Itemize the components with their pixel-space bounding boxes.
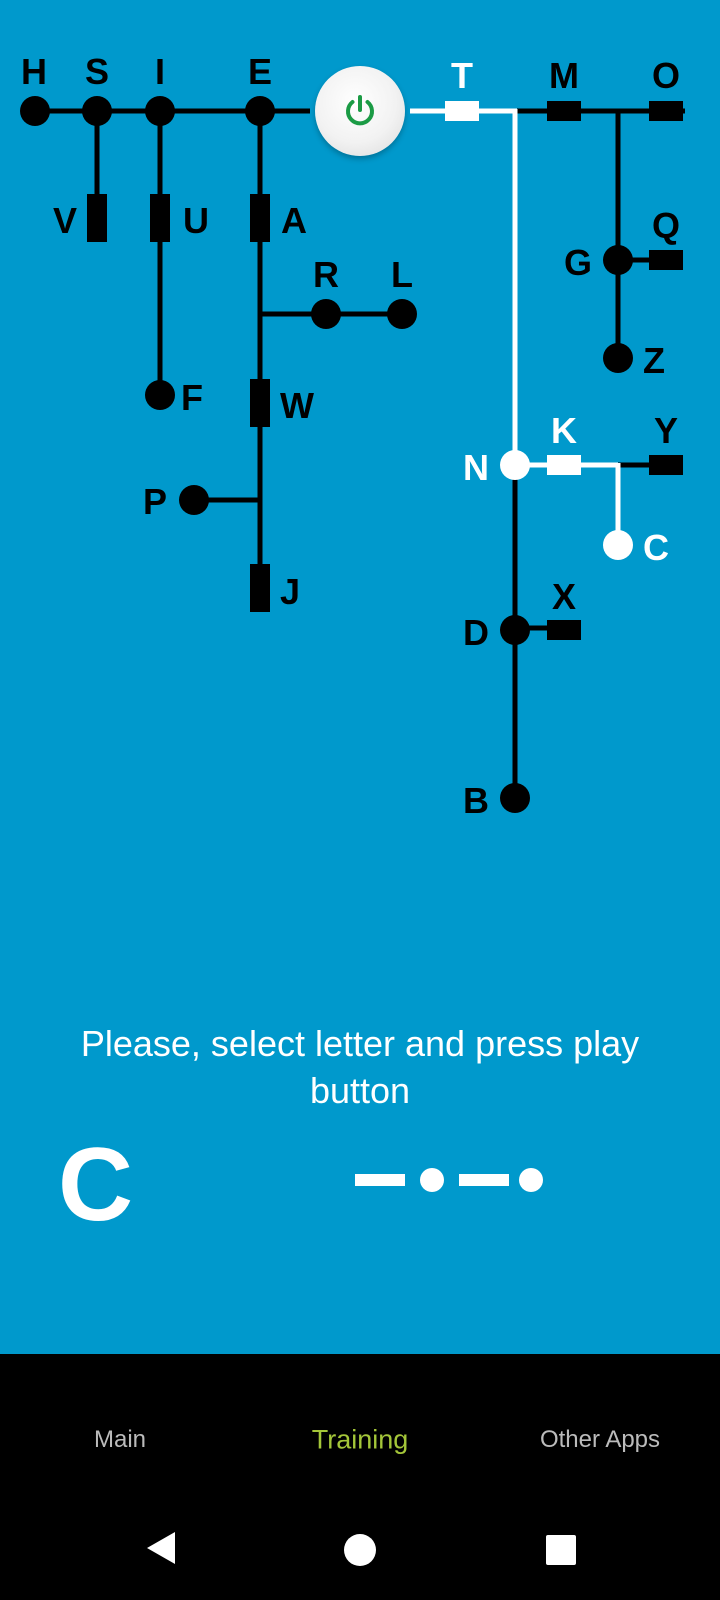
tree-node-v [87, 194, 107, 242]
tree-node-h [20, 96, 50, 126]
tree-node-x [547, 620, 581, 640]
tree-node-y [649, 455, 683, 475]
tree-label-e[interactable]: E [248, 51, 272, 92]
tree-node-o [649, 101, 683, 121]
tree-node-r [311, 299, 341, 329]
back-icon[interactable] [145, 1530, 177, 1566]
power-icon [346, 95, 374, 126]
tree-label-n[interactable]: N [463, 447, 489, 488]
tree-label-k[interactable]: K [551, 410, 577, 451]
home-icon[interactable] [343, 1533, 377, 1567]
tree-node-c [603, 530, 633, 560]
tree-label-g[interactable]: G [564, 242, 592, 283]
tree-node-a [250, 194, 270, 242]
tree-node-p [179, 485, 209, 515]
tree-label-z[interactable]: Z [643, 340, 665, 381]
tree-label-i[interactable]: I [155, 51, 165, 92]
tree-node-t [445, 101, 479, 121]
tree-label-v[interactable]: V [53, 200, 77, 241]
tree-label-f[interactable]: F [181, 377, 203, 418]
tree-label-t[interactable]: T [451, 55, 473, 96]
tab-training[interactable]: Training [311, 1424, 409, 1455]
tree-node-q [649, 250, 683, 270]
tree-label-b[interactable]: B [463, 780, 489, 821]
tree-label-a[interactable]: A [281, 200, 307, 241]
tree-label-p[interactable]: P [143, 481, 167, 522]
tree-label-j[interactable]: J [280, 571, 300, 612]
instruction-text: Please, select letter and press play but… [80, 1023, 640, 1111]
tree-node-w [250, 379, 270, 427]
tree-label-q[interactable]: Q [652, 205, 680, 246]
tree-node-b [500, 783, 530, 813]
tree-label-h[interactable]: H [21, 51, 47, 92]
tree-node-k [547, 455, 581, 475]
tree-node-n [500, 450, 530, 480]
tree-label-d[interactable]: D [463, 612, 489, 653]
tree-label-c[interactable]: C [643, 527, 669, 568]
system-navigation-bar [0, 1500, 720, 1600]
tree-node-e [245, 96, 275, 126]
tree-node-s [82, 96, 112, 126]
tree-node-l [387, 299, 417, 329]
tree-label-s[interactable]: S [85, 51, 109, 92]
tree-label-x[interactable]: X [552, 576, 576, 617]
tree-label-r[interactable]: R [313, 254, 339, 295]
play-button[interactable] [315, 66, 405, 156]
tree-node-g [603, 245, 633, 275]
tree-label-m[interactable]: M [549, 55, 579, 96]
recents-icon[interactable] [545, 1534, 577, 1566]
tree-node-f [145, 380, 175, 410]
morse-dash [459, 1174, 509, 1186]
tree-label-o[interactable]: O [652, 55, 680, 96]
tree-label-w[interactable]: W [280, 385, 314, 426]
bottom-navigation [0, 1354, 720, 1500]
tree-node-d [500, 615, 530, 645]
tree-label-l[interactable]: L [391, 254, 413, 295]
morse-dot [519, 1168, 543, 1192]
tree-node-i [145, 96, 175, 126]
selected-letter: C [58, 1127, 134, 1243]
tree-label-u[interactable]: U [183, 200, 209, 241]
tab-main[interactable]: Main [93, 1426, 147, 1453]
tab-other-apps[interactable]: Other Apps [539, 1426, 661, 1453]
morse-dot [420, 1168, 444, 1192]
morse-code-display [355, 1168, 543, 1192]
tree-node-u [150, 194, 170, 242]
tree-node-m [547, 101, 581, 121]
tree-node-z [603, 343, 633, 373]
tree-node-j [250, 564, 270, 612]
tree-label-y[interactable]: Y [654, 410, 678, 451]
morse-dash [355, 1174, 405, 1186]
